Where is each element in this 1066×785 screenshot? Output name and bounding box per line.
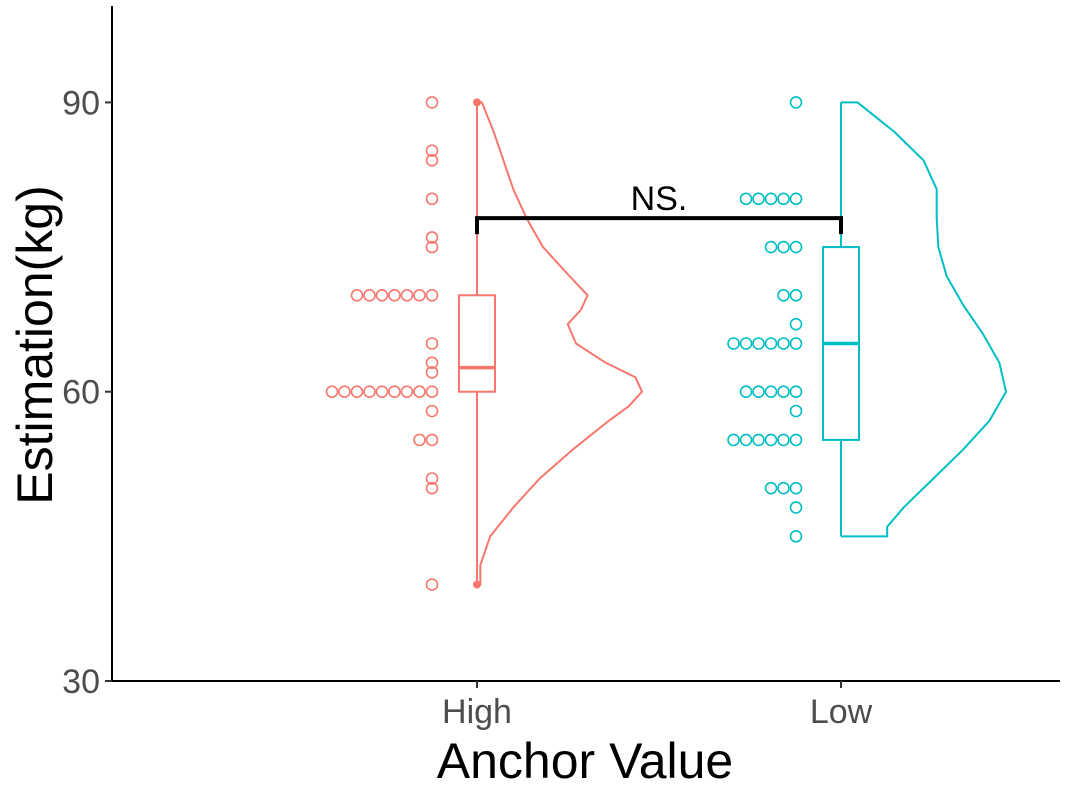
data-point (764, 433, 778, 447)
x-tick-label-1: Low (810, 693, 873, 731)
data-point (752, 385, 765, 399)
data-point (789, 192, 803, 206)
bracket-line-0 (475, 216, 843, 235)
data-point (375, 385, 389, 399)
data-point (764, 240, 778, 254)
data-point (739, 385, 753, 399)
data-point (789, 337, 803, 350)
data-point (789, 530, 803, 543)
data-point (789, 404, 803, 418)
data-point (789, 317, 803, 331)
data-point (388, 288, 401, 302)
x-tick-label-0: High (442, 693, 512, 731)
data-point (789, 481, 803, 495)
data-point (739, 433, 753, 447)
data-point (739, 192, 753, 206)
data-point (350, 385, 364, 399)
data-point (425, 337, 439, 350)
data-point (789, 96, 803, 109)
data-point (425, 433, 439, 447)
data-point (425, 472, 439, 485)
data-point (425, 366, 439, 379)
data-point (764, 385, 778, 399)
data-point (789, 433, 803, 447)
data-point (764, 337, 778, 350)
data-point (789, 501, 803, 514)
data-point (425, 240, 439, 254)
data-point (413, 385, 426, 399)
plot-area: NS. (325, 96, 1007, 591)
significance-label-0: NS. (631, 180, 688, 218)
data-point (764, 481, 778, 495)
data-point (400, 385, 414, 399)
data-point (789, 288, 803, 302)
data-point (764, 192, 778, 206)
data-point (777, 433, 790, 447)
data-point (777, 288, 790, 302)
data-point (425, 404, 439, 418)
data-point (789, 385, 803, 399)
data-point (425, 96, 439, 109)
data-point (363, 288, 376, 302)
y-tick-label-1: 60 (62, 374, 100, 412)
y-tick-label-2: 90 (62, 84, 100, 122)
data-point (777, 385, 790, 399)
data-point (375, 288, 389, 302)
box-0 (458, 294, 496, 393)
data-point (425, 481, 439, 495)
data-point (425, 153, 439, 167)
series-high (325, 96, 643, 591)
data-point (425, 231, 439, 244)
outlier-point-0-0 (473, 98, 481, 107)
data-point (413, 288, 426, 302)
data-point (739, 337, 753, 350)
density-curve-1 (841, 101, 1007, 538)
data-point (777, 481, 790, 495)
data-point (413, 433, 426, 447)
data-point (425, 192, 439, 206)
data-point (777, 240, 790, 254)
data-point (777, 192, 790, 206)
data-point (789, 240, 803, 254)
data-point (727, 337, 740, 350)
data-point (325, 385, 339, 399)
x-axis-title: Anchor Value (437, 733, 733, 785)
data-point (363, 385, 376, 399)
y-tick-label-0: 30 (62, 663, 100, 701)
data-point (350, 288, 364, 302)
data-point (425, 356, 439, 370)
density-curve-0 (477, 101, 643, 586)
data-point (752, 192, 765, 206)
data-point (777, 337, 790, 350)
data-point (425, 385, 439, 399)
series-low (727, 96, 1007, 543)
data-point (425, 144, 439, 157)
outlier-point-0-1 (473, 580, 481, 589)
significance-bracket: NS. (475, 180, 843, 235)
data-point (752, 433, 765, 447)
data-point (752, 337, 765, 350)
data-point (425, 578, 439, 591)
y-axis-title: Estimation(kg) (7, 185, 63, 505)
data-point (425, 288, 439, 302)
data-point (388, 385, 401, 399)
data-point (338, 385, 351, 399)
data-point (727, 433, 740, 447)
data-point (400, 288, 414, 302)
